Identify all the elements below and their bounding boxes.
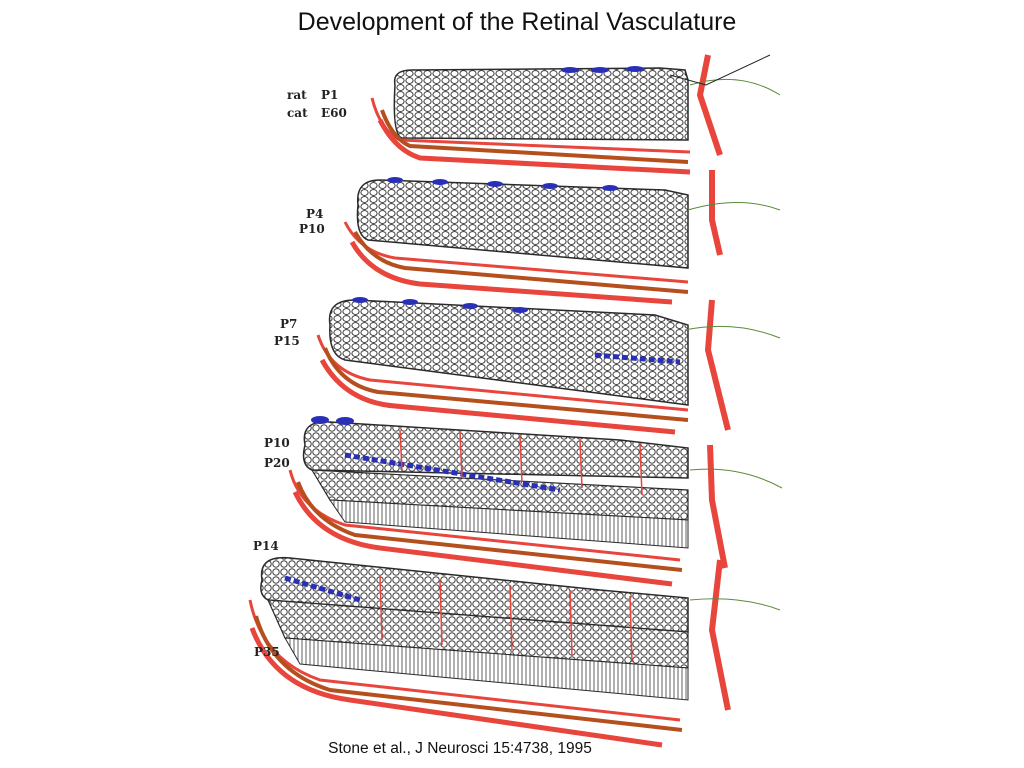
retina-section-1 (370, 54, 781, 175)
stage-3-age-rat: P7 (280, 317, 297, 331)
citation: Stone et al., J Neurosci 15:4738, 1995 (328, 740, 592, 757)
retina-section-3 (316, 297, 781, 435)
stage-1-age-cat: E60 (321, 106, 347, 120)
stage-4-age-rat: P10 (264, 436, 290, 450)
retina-section-2 (343, 170, 781, 305)
retina-section-4 (288, 416, 783, 587)
stage-5-age-rat: P14 (253, 539, 279, 553)
stage-labels: rat P1 cat E60 P4 P10 P7 P15 P10 P20 P14… (253, 88, 347, 659)
species-label-rat: rat (287, 88, 307, 102)
figure-title: Development of the Retinal Vasculature (297, 8, 737, 36)
stage-2-age-cat: P10 (299, 222, 325, 236)
stage-2-age-rat: P4 (306, 207, 323, 221)
species-label-cat: cat (287, 106, 308, 120)
retina-section-5 (248, 556, 781, 748)
stage-5-age-cat: P35 (254, 645, 280, 659)
stage-1-age-rat: P1 (321, 88, 338, 102)
stage-4-age-cat: P20 (264, 456, 290, 470)
stage-3-age-cat: P15 (274, 334, 300, 348)
